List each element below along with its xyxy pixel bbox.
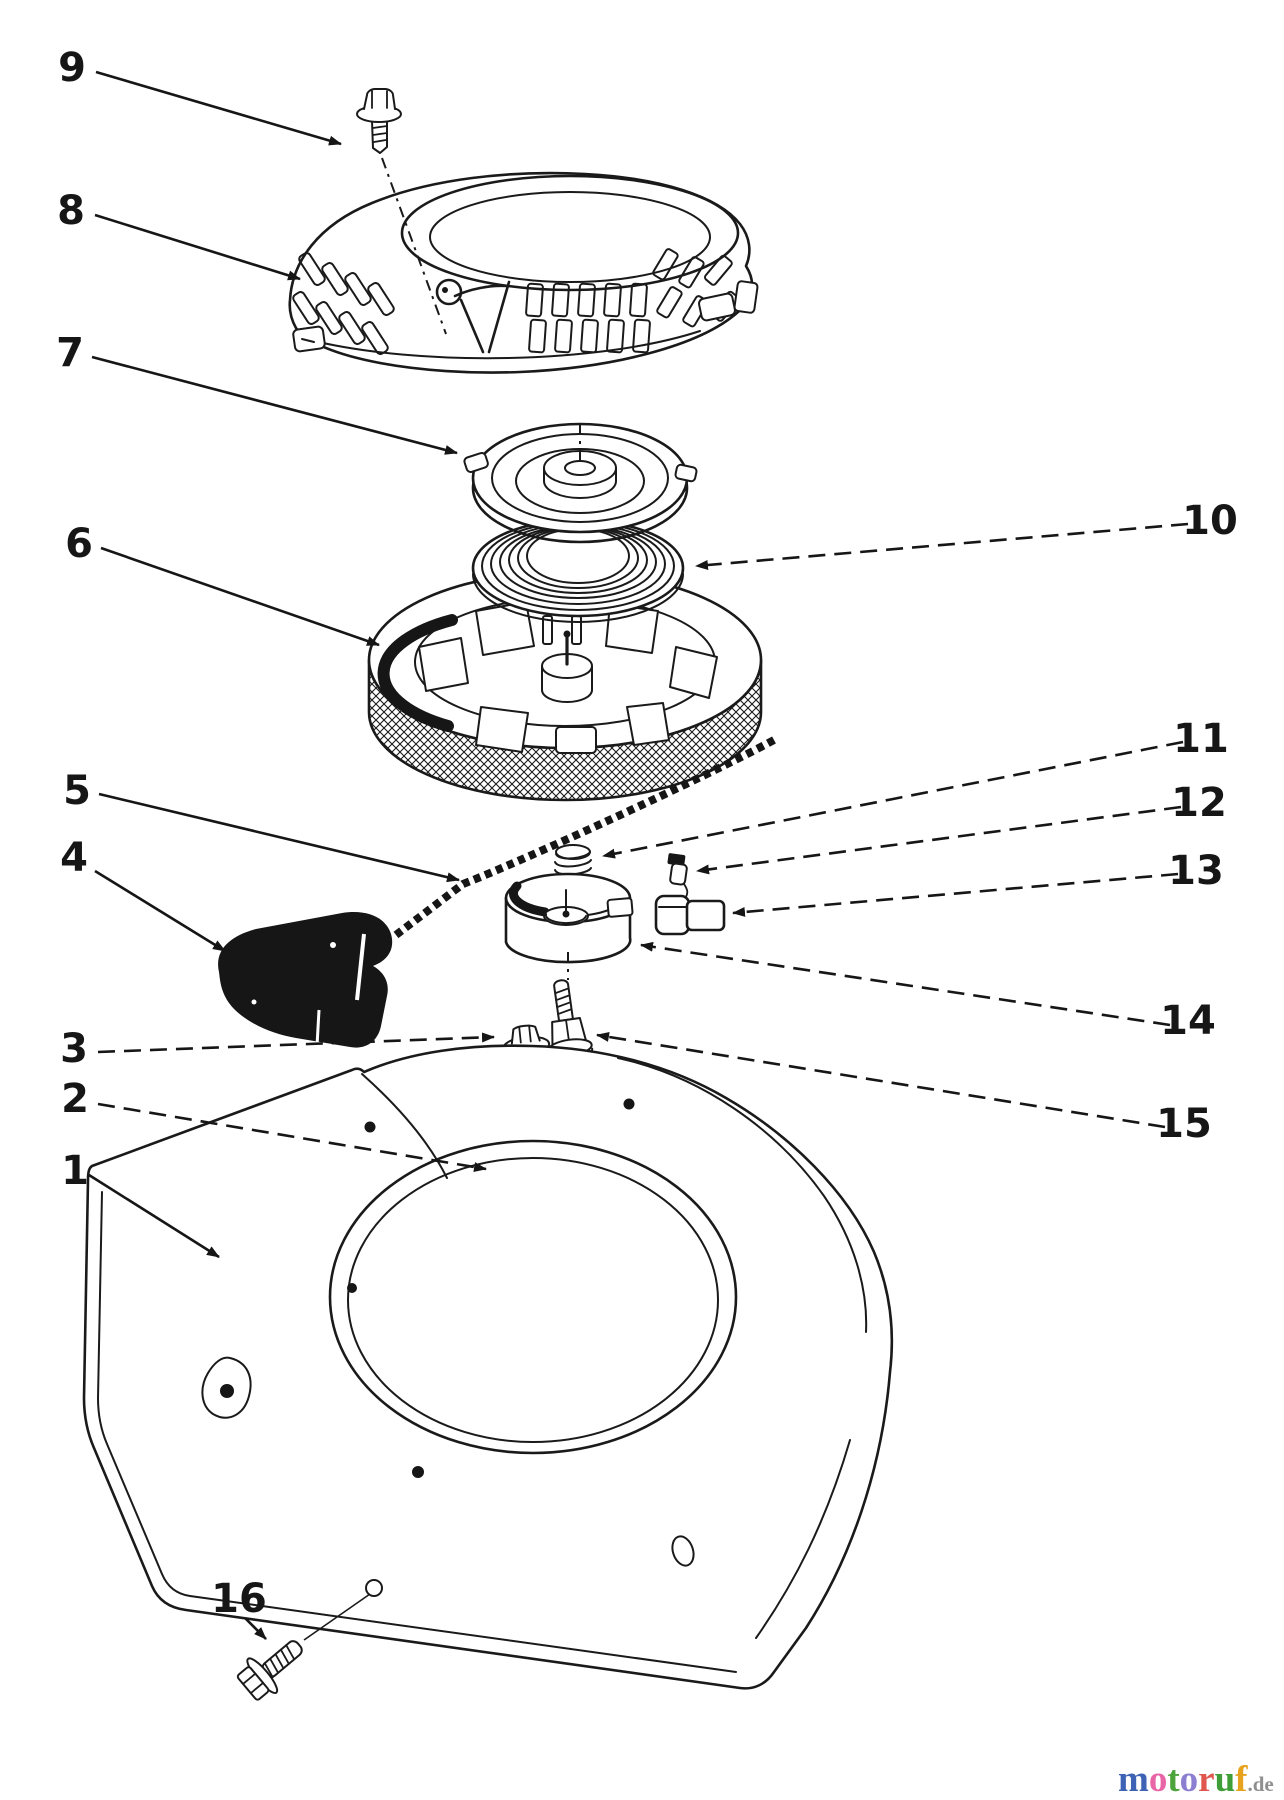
callout-11: 11 — [1173, 716, 1229, 762]
pawl-pin — [571, 615, 582, 645]
mounting-ear — [698, 292, 736, 322]
axis-line — [381, 157, 447, 335]
part-14-clutch-cup — [504, 872, 634, 964]
callout-12: 12 — [1171, 780, 1227, 826]
wm-letter: m — [1118, 1759, 1149, 1800]
leader-line-2 — [97, 1102, 487, 1172]
bolt-hole — [365, 1579, 383, 1597]
part-16-bolt — [236, 1640, 303, 1701]
wm-suffix: .de — [1248, 1772, 1274, 1796]
vent-slots-left — [292, 252, 395, 355]
part-5-starter-rope — [389, 736, 776, 942]
screw-hole — [412, 1466, 424, 1478]
leader-line-9 — [95, 70, 342, 146]
part-7-starter-pulley — [463, 422, 698, 544]
callout-13: 13 — [1168, 848, 1224, 894]
callout-15: 15 — [1156, 1101, 1212, 1147]
callout-8: 8 — [57, 188, 85, 234]
leader-line-15 — [596, 1031, 1166, 1129]
part-11-brake-spring — [554, 844, 592, 884]
leader-line-4 — [94, 869, 226, 953]
wm-letter: u — [1215, 1759, 1236, 1800]
motoruf-watermark: motoruf.de — [1118, 1759, 1274, 1800]
callout-4: 4 — [60, 835, 88, 881]
screw-hole — [347, 1283, 357, 1293]
callout-2: 2 — [61, 1076, 89, 1122]
rope-guide — [435, 278, 511, 354]
callout-14: 14 — [1160, 998, 1216, 1044]
leader-line-6 — [100, 546, 380, 647]
part-1-blower-housing — [82, 1044, 894, 1690]
callout-10: 10 — [1182, 498, 1238, 544]
housing-outline — [82, 1044, 894, 1690]
pawl-pin — [542, 615, 553, 645]
wm-letter: t — [1167, 1759, 1180, 1800]
oval-hole — [671, 1535, 695, 1567]
housing-top-rim — [400, 174, 740, 292]
leader-line-5 — [98, 792, 460, 883]
bolt-alignment-line — [303, 1593, 371, 1641]
wm-letter: f — [1235, 1759, 1248, 1800]
mounting-ear — [292, 325, 326, 353]
vent-slots-center — [525, 282, 651, 354]
housing-opening — [347, 1157, 719, 1443]
part-12-pawl — [667, 853, 689, 898]
leader-line-11 — [602, 740, 1184, 859]
callout-9: 9 — [58, 45, 86, 91]
housing-opening-rim — [328, 1139, 738, 1455]
part-8-recoil-housing — [288, 171, 759, 374]
cup-notch — [606, 897, 634, 918]
leader-lines — [88, 70, 1189, 1640]
callout-3: 3 — [60, 1026, 88, 1072]
leader-line-8 — [94, 213, 301, 281]
mounting-tab — [733, 280, 759, 314]
leader-line-3 — [97, 1032, 495, 1054]
callout-7: 7 — [56, 330, 84, 376]
wm-letter: r — [1198, 1759, 1214, 1800]
callout-16: 16 — [211, 1576, 267, 1622]
mounting-tab — [201, 1356, 252, 1419]
screw-hole — [623, 1098, 635, 1110]
wm-letter: o — [1180, 1759, 1199, 1800]
screw-hole — [364, 1121, 376, 1133]
leader-line-14 — [640, 941, 1171, 1027]
callout-6: 6 — [65, 521, 93, 567]
part-13-key — [654, 894, 726, 936]
callout-numbers: 9 8 7 6 5 4 3 2 1 10 11 12 13 14 15 16 — [56, 45, 1238, 1622]
leader-line-7 — [91, 355, 458, 455]
part-4-starter-handle — [218, 912, 393, 1048]
rope-bushing — [435, 278, 463, 306]
leader-line-10 — [695, 522, 1189, 570]
flywheel-shadow-crescent — [377, 614, 458, 732]
part-9-screw — [356, 88, 402, 154]
callout-5: 5 — [63, 768, 91, 814]
wm-letter: o — [1149, 1759, 1168, 1800]
part-6-flywheel — [367, 570, 763, 802]
callout-1: 1 — [61, 1148, 89, 1194]
leader-line-1 — [88, 1173, 220, 1259]
leader-line-12 — [696, 805, 1182, 875]
leader-line-16 — [244, 1617, 267, 1640]
leader-line-13 — [732, 872, 1179, 917]
